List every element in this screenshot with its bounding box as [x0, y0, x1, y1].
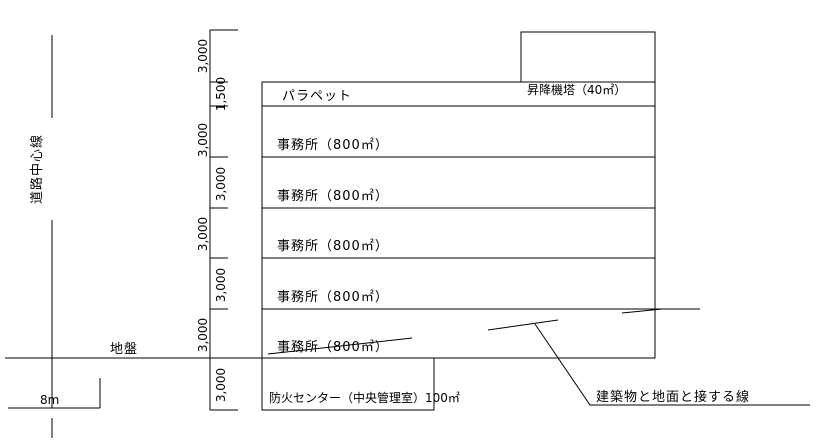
- basement-outline: [261, 358, 435, 411]
- road-center-label: 道路中心線: [29, 134, 45, 204]
- basement-label: 防火センター（中央管理室）100㎡: [269, 390, 460, 405]
- office-label-4: 事務所（800㎡）: [277, 189, 389, 204]
- dim-label-basement: 3,000: [214, 368, 228, 402]
- office-label-5: 事務所（800㎡）: [277, 138, 389, 153]
- dim-label-top: 3,000: [196, 39, 210, 73]
- ground-contact-line-2: [487, 319, 559, 331]
- office-label-2: 事務所（800㎡）: [277, 290, 389, 305]
- dim-label-floor5: 3,000: [196, 123, 210, 157]
- road-distance-label: 8m: [40, 393, 59, 407]
- ground-contact-line-1: [267, 337, 413, 355]
- office-label-1: 事務所（800㎡）: [277, 340, 389, 355]
- dim-label-floor1: 3,000: [196, 318, 210, 352]
- building-outline: [261, 81, 656, 359]
- office-label-3: 事務所（800㎡）: [277, 239, 389, 254]
- dim-label-parapet: 1,500: [214, 77, 228, 111]
- dim-label-floor2: 3,000: [214, 268, 228, 302]
- dim-label-floor3: 3,000: [196, 217, 210, 251]
- ground-contact-line-label: 建築物と地面と接する線: [596, 389, 750, 405]
- ground-label: 地盤: [110, 342, 138, 357]
- elevator-tower-outline: [520, 31, 656, 82]
- leader-line: [534, 323, 810, 406]
- ground-contact-line-3: [621, 308, 663, 314]
- elevator-tower-label: 昇降機塔（40㎡）: [527, 82, 626, 97]
- dim-label-floor4: 3,000: [214, 167, 228, 201]
- parapet-label: パラペット: [282, 89, 352, 104]
